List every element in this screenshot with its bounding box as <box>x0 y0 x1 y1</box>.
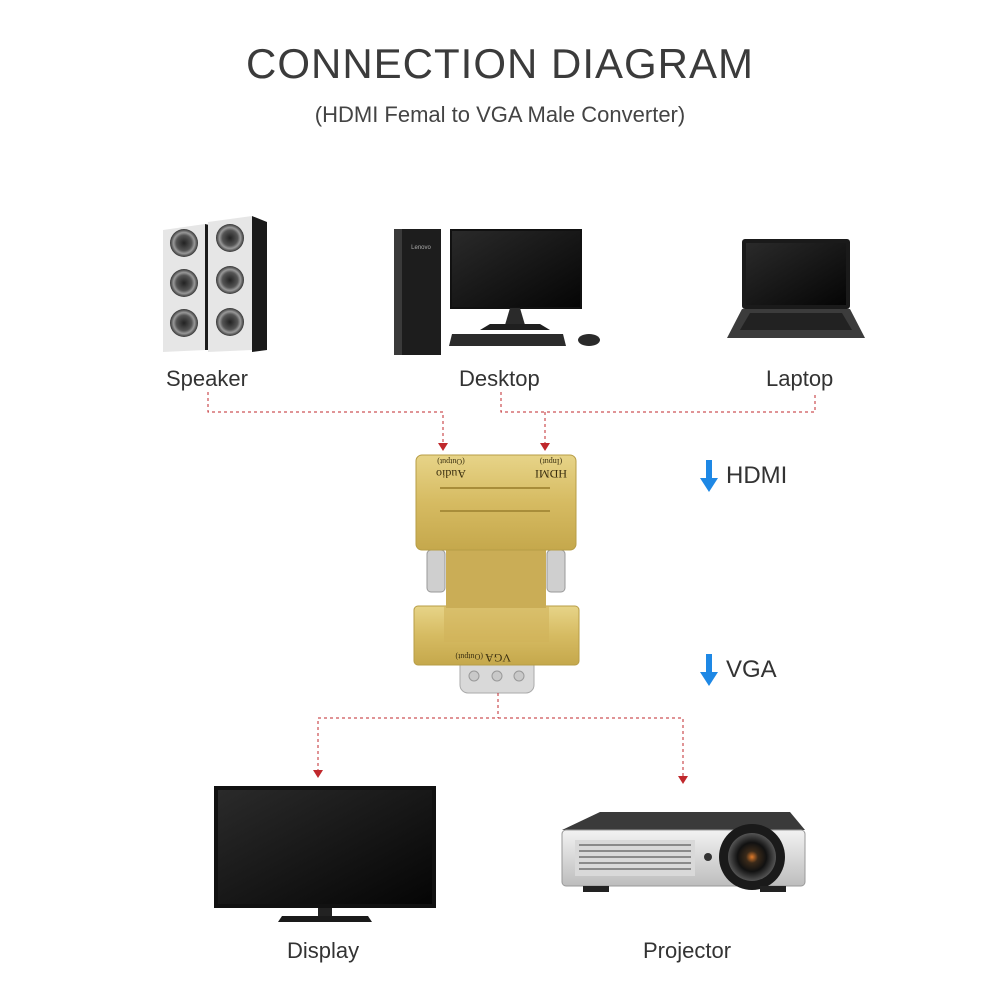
audio-port-sublabel: (Output) <box>437 457 465 466</box>
display-label: Display <box>287 938 359 964</box>
laptop-icon <box>727 239 865 338</box>
legend-vga-label: VGA <box>726 656 777 684</box>
projector-label: Projector <box>643 938 731 964</box>
hdmi-port-sublabel: (Input) <box>540 457 563 466</box>
speaker-label: Speaker <box>166 366 248 392</box>
desktop-brand-text: Lenovo <box>411 245 431 251</box>
projector-icon <box>562 812 805 892</box>
legend-vga: VGA <box>700 654 777 686</box>
desktop-label: Desktop <box>459 366 540 392</box>
arrow-down-icon <box>700 460 718 492</box>
display-icon <box>214 786 436 922</box>
connector-arrowheads-top <box>438 443 550 451</box>
legend-hdmi-label: HDMI <box>726 462 787 490</box>
legend-hdmi: HDMI <box>700 460 787 492</box>
vga-output-connectors <box>318 693 683 778</box>
arrow-down-icon <box>700 654 718 686</box>
connector-arrowheads-bottom <box>313 770 688 784</box>
desktop-icon: Lenovo <box>394 229 600 355</box>
vga-port-sublabel: (Output) <box>455 652 483 661</box>
vga-port-label: VGA <box>485 651 511 665</box>
audio-port-label: Audio <box>436 467 466 481</box>
laptop-label: Laptop <box>766 366 833 392</box>
hdmi-port-label: HDMI <box>535 467 567 481</box>
speaker-icon <box>163 216 267 352</box>
hdmi-input-connectors <box>208 392 815 445</box>
